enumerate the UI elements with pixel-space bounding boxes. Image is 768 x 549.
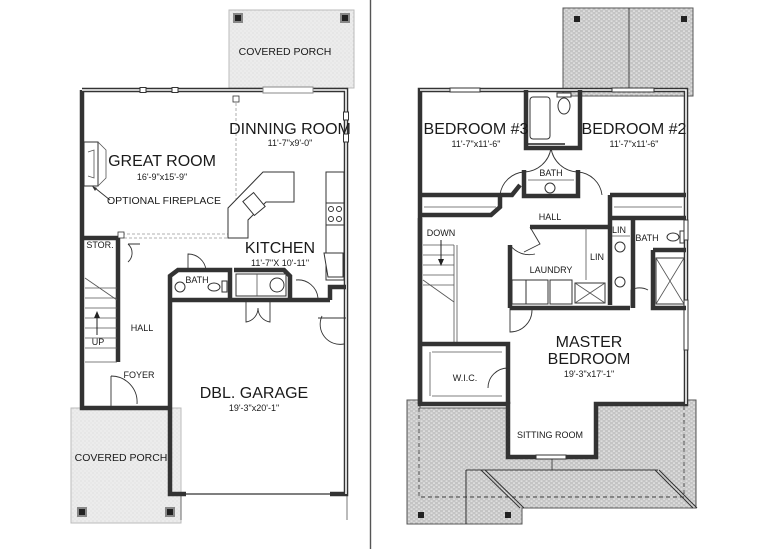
dining-room-label: DINNING ROOM — [229, 121, 351, 138]
roof-top — [562, 7, 694, 97]
stairs-down-label: DOWN — [427, 228, 456, 238]
first-floor-plan: COVERED PORCH COVERED PORCH — [70, 9, 355, 524]
kitchen-label: KITCHEN — [245, 240, 315, 257]
kitchen-island — [227, 171, 295, 239]
covered-porch-bottom-label: COVERED PORCH — [75, 452, 168, 464]
great-room-dims: 16'-9"x15'-9" — [137, 172, 187, 182]
master-bedroom-label-2: BEDROOM — [548, 351, 631, 368]
bedroom2-label: BEDROOM #2 — [582, 121, 687, 138]
kitchen-counter — [323, 171, 345, 281]
wic-label: W.I.C. — [453, 373, 478, 383]
linen2-label: LIN — [612, 225, 626, 235]
second-floor-plan: BEDROOM #3 11'-7"x11'-6" BEDROOM #2 11'-… — [406, 7, 698, 525]
great-room-label: GREAT ROOM — [108, 153, 216, 170]
linen1-label: LIN — [590, 252, 604, 262]
master-bath — [612, 218, 686, 311]
bedroom2-dims: 11'-7"x11'-6" — [609, 139, 658, 149]
master-bedroom-label-1: MASTER — [556, 334, 623, 351]
stairs-up-label: UP — [92, 337, 105, 347]
hall-bath-label: BATH — [539, 168, 562, 178]
foyer-label: FOYER — [123, 370, 155, 380]
sitting-room-label: SITTING ROOM — [517, 430, 583, 440]
roof-bottom — [406, 399, 698, 525]
walk-in-closet — [420, 341, 511, 404]
stairs-up — [84, 277, 118, 363]
garage-dims: 19'-3"x20'-1" — [229, 403, 279, 413]
covered-porch-top-label: COVERED PORCH — [239, 46, 332, 58]
covered-porch-top: COVERED PORCH — [228, 9, 355, 89]
optional-fireplace-label: OPTIONAL FIREPLACE — [107, 195, 221, 207]
dining-room-dims: 11'-7"x9'-0" — [268, 138, 313, 148]
powder-bath — [167, 253, 346, 345]
bedroom3-label: BEDROOM #3 — [424, 121, 529, 138]
stairs-down — [417, 218, 458, 404]
bedroom3-dims: 11'-7"x11'-6" — [451, 139, 500, 149]
fireplace-icon — [83, 141, 107, 187]
master-bath-label: BATH — [635, 233, 658, 243]
storage-label: STOR. — [86, 240, 113, 250]
garage-label: DBL. GARAGE — [200, 385, 308, 402]
hall-label: HALL — [131, 323, 154, 333]
bedroom-closets — [420, 171, 686, 221]
laundry-label: LAUNDRY — [530, 265, 573, 275]
master-bedroom-dims: 19'-3"x17'-1" — [564, 369, 614, 379]
powder-bath-label: BATH — [185, 275, 208, 285]
hall-bath — [521, 90, 583, 199]
kitchen-dims: 11'-7"X 10'-11" — [251, 258, 309, 268]
hall-label-2f: HALL — [539, 212, 562, 222]
covered-porch-bottom: COVERED PORCH — [70, 407, 182, 524]
